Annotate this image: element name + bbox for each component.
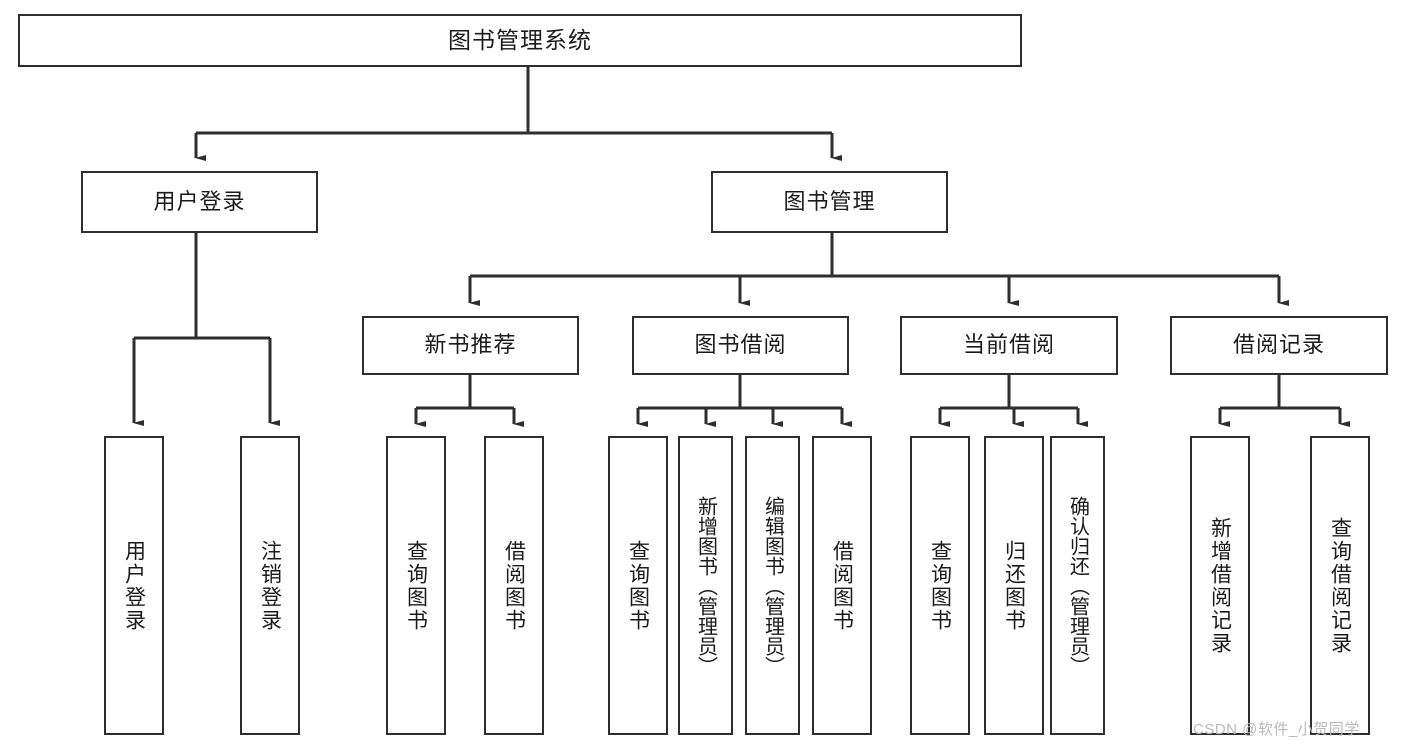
leaf-add-book-admin[interactable]: 新增图书（管理员） [678,436,733,735]
leaf-query-book-recommend[interactable]: 查询图书 [386,436,446,735]
leaf-query-book-borrow[interactable]: 查询图书 [608,436,668,735]
node-user-login[interactable]: 用户登录 [81,171,318,233]
leaf-borrow-book[interactable]: 借阅图书 [812,436,872,735]
leaf-query-borrow-record[interactable]: 查询借阅记录 [1310,436,1370,735]
leaf-logout[interactable]: 注销登录 [240,436,300,735]
watermark-text: CSDN @软件_小贺同学 [1193,721,1360,738]
leaf-borrow-book-recommend[interactable]: 借阅图书 [484,436,544,735]
leaf-query-book-current[interactable]: 查询图书 [910,436,970,735]
leaf-edit-book-admin[interactable]: 编辑图书（管理员） [745,436,800,735]
node-new-book-recommendation[interactable]: 新书推荐 [362,316,579,375]
node-book-management[interactable]: 图书管理 [711,171,948,233]
leaf-user-login[interactable]: 用户登录 [104,436,164,735]
leaf-add-borrow-record[interactable]: 新增借阅记录 [1190,436,1250,735]
node-root-system[interactable]: 图书管理系统 [18,14,1022,67]
node-borrow-record[interactable]: 借阅记录 [1170,316,1388,375]
leaf-confirm-return-admin[interactable]: 确认归还（管理员） [1050,436,1105,735]
node-current-borrow[interactable]: 当前借阅 [900,316,1118,375]
leaf-return-book[interactable]: 归还图书 [984,436,1044,735]
node-book-borrow[interactable]: 图书借阅 [632,316,849,375]
